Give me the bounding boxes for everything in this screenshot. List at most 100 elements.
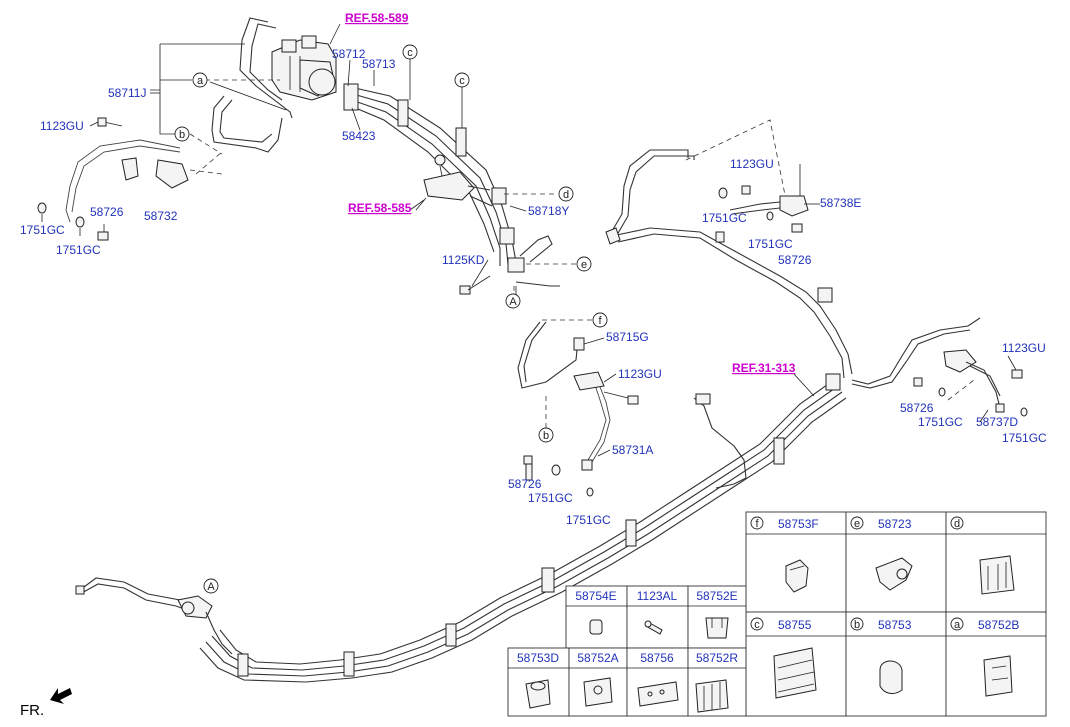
label-1751GC-rr2: 1751GC — [748, 237, 793, 251]
ref-58-585[interactable]: REF.58-585 — [348, 201, 412, 215]
legend-part-58753D: 58753D — [517, 651, 559, 665]
label-1751GC-rr1: 1751GC — [702, 211, 747, 225]
abs-module — [271, 35, 337, 101]
callout-f: f — [592, 312, 608, 328]
rear-right-hose-upper — [718, 185, 820, 233]
legend-part-58752A: 58752A — [577, 651, 618, 665]
legend-part-58752B: 58752B — [978, 618, 1019, 632]
legend-key-a: a — [954, 619, 961, 631]
rear-bundle — [199, 379, 847, 683]
ref-31-313[interactable]: REF.31-313 — [732, 361, 796, 375]
label-58726-left: 58726 — [90, 205, 124, 219]
legend-part-58756: 58756 — [640, 651, 674, 665]
legend-key-d: d — [954, 518, 960, 530]
left-fasteners — [37, 117, 123, 241]
callout-b-text: b — [179, 129, 185, 141]
proportioning-valve — [409, 154, 493, 211]
middle-lines — [513, 235, 611, 471]
middle-fasteners — [459, 275, 639, 497]
callout-e: e — [576, 256, 592, 272]
label-1123GU-mid: 1123GU — [618, 367, 662, 381]
bolt-1123AL-icon — [644, 620, 663, 635]
legend-part-58752R: 58752R — [696, 651, 738, 665]
clip-58753-icon — [879, 660, 903, 694]
label-leaders — [89, 59, 1017, 457]
clip-58756-icon — [637, 681, 679, 707]
callout-a-text: a — [197, 75, 204, 87]
label-58726-rr: 58726 — [778, 253, 812, 267]
legend-left: 58754E 1123AL 58752E 58753D 58752A 58756… — [507, 585, 747, 717]
legend-key-f: f — [755, 518, 759, 530]
callout-A-bottom: A — [203, 578, 219, 594]
legend-part-58753F: 58753F — [778, 517, 819, 531]
label-1751GC-left1: 1751GC — [20, 223, 65, 237]
bracket-58723-icon — [875, 557, 913, 591]
clip-58753F-icon — [785, 559, 809, 593]
clip-58752B-icon — [983, 655, 1013, 697]
label-58726-rl: 58726 — [900, 401, 934, 415]
clip-58752E-icon — [705, 617, 729, 639]
callout-A2-text: A — [207, 581, 215, 593]
label-1123GU-rr: 1123GU — [730, 157, 774, 171]
front-direction-label: FR. — [20, 702, 44, 719]
label-58715G: 58715G — [606, 330, 649, 344]
callout-f-text: f — [598, 315, 602, 327]
clip-58752A-icon — [583, 677, 613, 707]
callout-b2-text: b — [543, 430, 549, 442]
clip-58755-icon — [773, 647, 817, 699]
legend-part-58754E: 58754E — [575, 589, 616, 603]
label-58423: 58423 — [342, 129, 376, 143]
callout-b-left: b — [174, 126, 190, 142]
label-58713: 58713 — [362, 57, 396, 71]
legend-part-58723: 58723 — [878, 517, 912, 531]
label-1751GC-rl1: 1751GC — [918, 415, 963, 429]
front-arrow-icon — [50, 688, 72, 704]
label-1751GC-rl2: 1751GC — [1002, 431, 1047, 445]
label-1751GC-left2: 1751GC — [56, 243, 101, 257]
label-1751GC-mid2: 1751GC — [566, 513, 611, 527]
bushing-58754E-icon — [589, 619, 603, 635]
part-labels: 58711J 1123GU 1751GC 1751GC 58726 58732 … — [20, 47, 1047, 527]
label-1123GU-rl: 1123GU — [1002, 341, 1046, 355]
callout-d-text: d — [563, 189, 569, 201]
rear-right-lines — [605, 119, 981, 401]
label-58737D: 58737D — [976, 415, 1018, 429]
callout-e-text: e — [581, 259, 587, 271]
callout-A-mid: A — [505, 293, 521, 309]
clip-d-icon — [979, 555, 1015, 595]
callout-c-2: c — [454, 72, 470, 88]
callout-d: d — [558, 186, 574, 202]
legend-key-b: b — [854, 619, 860, 631]
callout-a-top: a — [192, 72, 208, 88]
rear-right-hose-lower — [913, 349, 1028, 417]
callout-b-mid: b — [538, 427, 554, 443]
legend-key-e: e — [854, 518, 860, 530]
callout-A-text: A — [509, 296, 517, 308]
legend-right: f 58753F e 58723 d c 58755 b 58753 a 587… — [745, 511, 1047, 717]
ref-58-589[interactable]: REF.58-589 — [345, 11, 409, 25]
label-1751GC-mid1: 1751GC — [528, 491, 573, 505]
clip-58753D-icon — [525, 679, 551, 709]
legend-part-58755: 58755 — [778, 618, 812, 632]
legend-key-c: c — [754, 619, 760, 631]
callout-c2-text: c — [459, 75, 465, 87]
label-58718Y: 58718Y — [528, 204, 569, 218]
legend-part-1123AL: 1123AL — [637, 589, 678, 603]
main-line-bundle — [343, 83, 525, 273]
label-1125KD: 1125KD — [442, 253, 485, 267]
callout-c-1: c — [402, 44, 418, 60]
left-front-lines — [65, 17, 293, 223]
legend-part-58753: 58753 — [878, 618, 912, 632]
label-58712: 58712 — [332, 47, 366, 61]
label-58731A: 58731A — [612, 443, 653, 457]
label-1123GU-left: 1123GU — [40, 119, 84, 133]
front-left-lower — [75, 577, 233, 655]
callout-c-text: c — [407, 47, 413, 59]
label-58738E: 58738E — [820, 196, 861, 210]
callout-markers: a b c c d e A f b A — [174, 44, 608, 594]
label-58732: 58732 — [144, 209, 178, 223]
label-58726-mid: 58726 — [508, 477, 542, 491]
label-58711J: 58711J — [108, 86, 146, 100]
legend-part-58752E: 58752E — [696, 589, 737, 603]
